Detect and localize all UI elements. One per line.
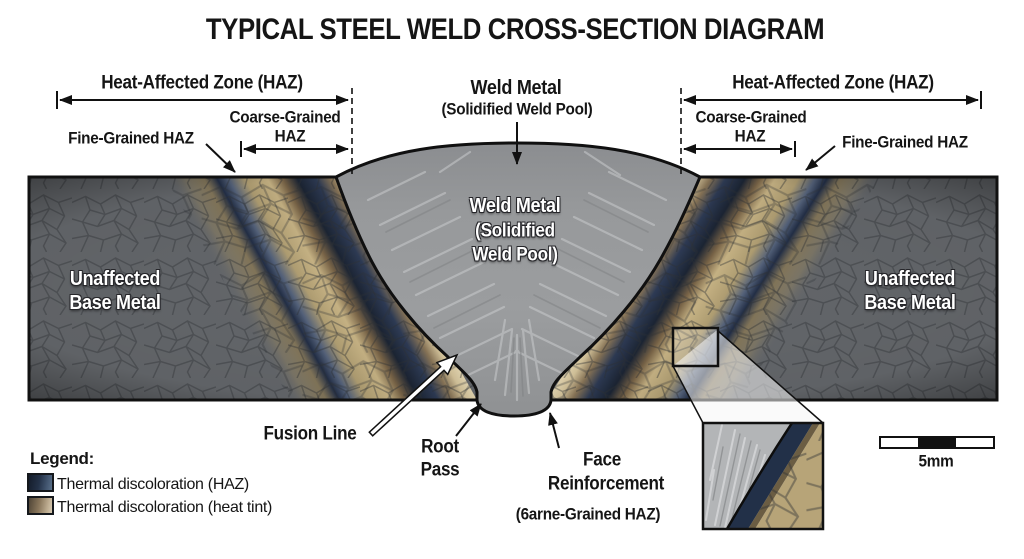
unaffected-label-left: Unaffected [69, 268, 161, 290]
coarse-grained-label-right-2: HAZ [734, 126, 766, 146]
annotation-lines [56, 88, 982, 449]
face-reinforcement-arrow [548, 412, 560, 449]
coarse-grained-label-right: Coarse-Grained [695, 107, 807, 127]
coarse-grained-label-left: Coarse-Grained [229, 107, 341, 127]
weld-metal-top-label: Weld Metal [470, 77, 562, 99]
fine-grained-arrow-left [205, 143, 236, 173]
legend-swatch-heat-tint [27, 496, 54, 515]
unaffected-label-right-2: Base Metal [864, 292, 956, 314]
dendrite-texture [366, 150, 668, 402]
inset-source-box [671, 326, 720, 368]
legend-swatch-haz [27, 473, 54, 492]
weld-metal-region [334, 141, 702, 418]
unaffected-label-left-2: Base Metal [69, 292, 161, 314]
weld-metal-inner-label: Weld Metal [469, 195, 561, 217]
root-pass-arrow [455, 403, 482, 437]
weld-metal-top-sublabel: (Solidified Weld Pool) [441, 99, 593, 119]
fine-grained-label-left: Fine-Grained HAZ [68, 128, 194, 148]
face-reinforcement-label-3: (6arne-Grained HAZ) [515, 504, 661, 524]
legend-item-haz: Thermal discoloration (HAZ) [57, 476, 249, 493]
root-pass-label-2: Pass [420, 459, 460, 481]
inset-magnified-box [701, 421, 825, 531]
face-reinforcement-label: Face [583, 449, 621, 471]
legend-heading: Legend: [30, 449, 95, 468]
scale-bar-label: 5mm [918, 451, 954, 471]
haz-label-left: Heat-Affected Zone (HAZ) [101, 72, 303, 94]
magnifier-inset [671, 326, 825, 531]
root-pass-label: Root [421, 436, 459, 458]
unaffected-label-right: Unaffected [864, 268, 956, 290]
face-reinforcement-label-2: Reinforcement [547, 473, 665, 495]
diagram-title: TYPICAL STEEL WELD CROSS-SECTION DIAGRAM [205, 13, 825, 46]
haz-label-right: Heat-Affected Zone (HAZ) [732, 72, 934, 94]
weld-metal-inner-label-3: Weld Pool) [472, 244, 558, 266]
fine-grained-label-right: Fine-Grained HAZ [842, 132, 968, 152]
coarse-grained-label-left-2: HAZ [274, 126, 306, 146]
legend-item-heat-tint: Thermal discoloration (heat tint) [57, 499, 273, 516]
weld-metal-inner-label-2: (Solidified [475, 220, 555, 242]
fusion-line-arrow [368, 353, 459, 437]
fusion-line-label: Fusion Line [263, 423, 357, 445]
fine-grained-arrow-right [805, 145, 836, 171]
scale-bar [879, 436, 995, 449]
